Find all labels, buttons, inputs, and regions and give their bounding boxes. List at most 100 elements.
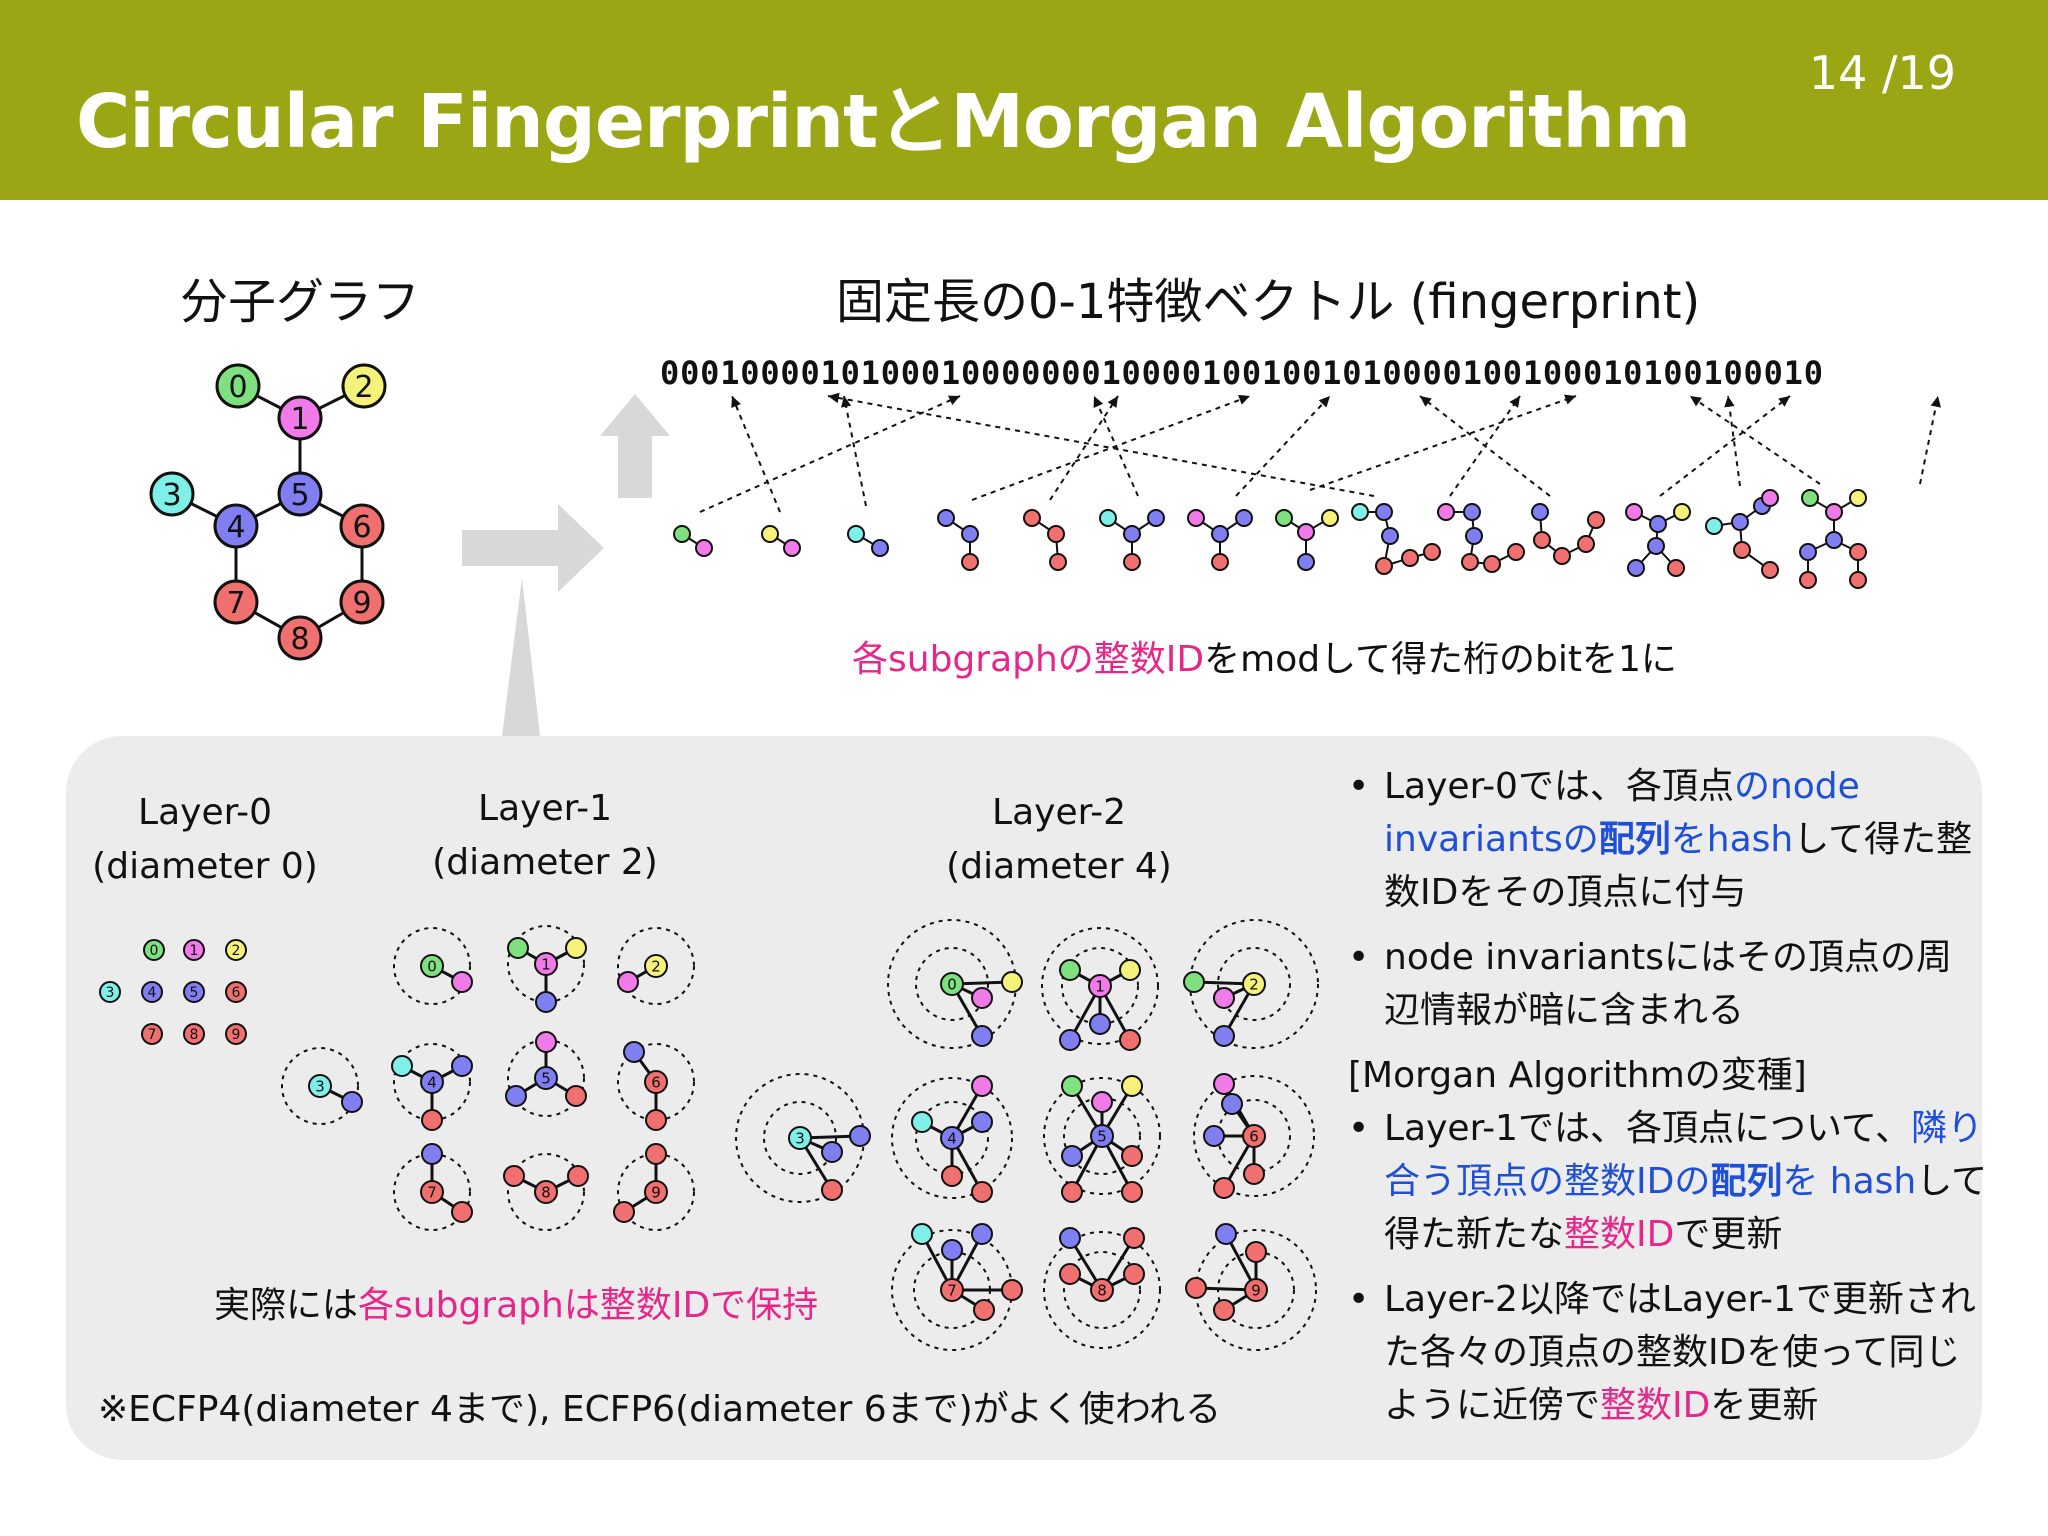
icon-node xyxy=(961,525,979,543)
subgraph-note-highlight: 各subgraphは整数IDで保持 xyxy=(358,1285,819,1326)
layer1-atom-4-center xyxy=(420,1070,444,1094)
subgraph-icon-6 xyxy=(1187,509,1253,571)
icon-node xyxy=(1423,543,1441,561)
subgraph-icon-1 xyxy=(761,525,801,557)
subgraph-icon-8 xyxy=(1351,503,1441,575)
callout-pointer xyxy=(502,578,540,736)
layer-2-diameter: (diameter 4) xyxy=(946,846,1172,887)
icon-node xyxy=(1235,509,1253,527)
layer0-node-2-label: 2 xyxy=(232,943,241,959)
icon-node xyxy=(1147,509,1165,527)
note-layer2-b: 整数ID xyxy=(1600,1385,1711,1426)
icon-node xyxy=(1211,525,1229,543)
layer1-atom-4-nbr xyxy=(451,1055,473,1077)
layer2-atom-6-nbr xyxy=(1243,1163,1265,1185)
layer2-atom-9-nbr xyxy=(1245,1241,1267,1263)
layer2-atom-3-nbr xyxy=(849,1125,871,1147)
atom-node-0 xyxy=(215,363,261,409)
layer2-atom-1-ring0 xyxy=(1061,947,1139,1025)
atom-node-5-label: 5 xyxy=(290,478,309,513)
note-layer0-a: Layer-0では、各頂点 xyxy=(1384,766,1734,807)
icon-node xyxy=(1187,509,1205,527)
layer0-node-9 xyxy=(225,1023,247,1045)
atom-node-9 xyxy=(339,579,385,625)
mapping-arrowhead xyxy=(1509,396,1520,408)
icon-node xyxy=(761,525,779,543)
icon-node xyxy=(961,553,979,571)
layer1-atom-9-center xyxy=(644,1180,668,1204)
mapping-arrow xyxy=(1049,395,1119,501)
layer1-atom-0-center xyxy=(420,954,444,978)
layer2-atom-5-ring1 xyxy=(1043,1077,1161,1195)
icon-node xyxy=(1587,511,1605,529)
icon-node xyxy=(1123,553,1141,571)
layer0-node-0-label: 0 xyxy=(150,943,159,959)
layer2-atom-7-nbr xyxy=(973,1299,995,1321)
layer2-atom-1-nbr xyxy=(1119,959,1141,981)
bit-caption: 各subgraphの整数IDをmodして得た桁のbitを1に xyxy=(852,630,1677,682)
layer1-atom-6-nbr xyxy=(623,1041,645,1063)
layer1-atom-9-nbr xyxy=(613,1201,635,1223)
layer1-atom-5-center-label: 5 xyxy=(541,1069,551,1087)
atom-node-2-label: 2 xyxy=(354,370,373,405)
note-layer1-f: 整数ID xyxy=(1564,1214,1675,1255)
layer2-atom-7-nbr xyxy=(911,1223,933,1245)
subgraph-icon-0 xyxy=(673,525,713,557)
icon-node xyxy=(1799,571,1817,589)
icon-node xyxy=(1625,503,1643,521)
layer2-atom-3-center-label: 3 xyxy=(795,1129,805,1147)
layer0-node-8-label: 8 xyxy=(190,1027,199,1043)
mapping-arrowhead xyxy=(1564,394,1576,405)
atom-node-4-label: 4 xyxy=(226,510,245,545)
icon-node xyxy=(1627,559,1645,577)
layer0-node-1 xyxy=(183,939,205,961)
atom-node-6 xyxy=(339,503,385,549)
icon-node xyxy=(1761,489,1779,507)
layer0-node-1-label: 1 xyxy=(190,943,199,959)
icon-node xyxy=(1297,523,1315,541)
subgraph-id-note: 実際には各subgraphは整数IDで保持 xyxy=(214,1276,818,1328)
layer1-atom-4-nbr xyxy=(391,1055,413,1077)
icon-node xyxy=(1647,537,1665,555)
layer1-atom-6-ring0 xyxy=(617,1043,695,1121)
layer1-atom-1-nbr xyxy=(565,937,587,959)
layer2-atom-7-center xyxy=(940,1278,964,1302)
mapping-arrow xyxy=(1309,395,1577,491)
caption-highlight: 各subgraphの整数ID xyxy=(852,639,1205,680)
note-layer0-d: をhash xyxy=(1670,819,1794,860)
layer2-atom-4-center xyxy=(940,1126,964,1150)
layer2-atom-2-ring0 xyxy=(1217,947,1291,1021)
layer0-node-7-label: 7 xyxy=(148,1027,157,1043)
note-layer1: Layer-1では、各頂点について、隣り合う頂点の整数IDの配列を hashして… xyxy=(1348,1102,1988,1261)
layer2-atom-8-center-label: 8 xyxy=(1097,1281,1107,1299)
layer2-atom-5-ring0 xyxy=(1063,1097,1141,1175)
layer2-atom-1-nbr xyxy=(1089,1013,1111,1035)
atom-node-7 xyxy=(213,579,259,625)
subgraph-icon-12 xyxy=(1705,489,1779,579)
layer2-atom-5-center xyxy=(1090,1124,1114,1148)
mapping-arrow xyxy=(1727,395,1741,487)
layer-1-label: Layer-1(diameter 2) xyxy=(430,782,660,890)
icon-node xyxy=(1465,527,1483,545)
layer2-atom-1-center xyxy=(1088,974,1112,998)
layer2-atom-3-nbr xyxy=(821,1141,843,1163)
mapping-arrow xyxy=(1689,395,1821,485)
layer2-atom-2-center xyxy=(1242,972,1266,996)
icon-node xyxy=(1849,543,1867,561)
layer1-atom-5-nbr xyxy=(535,1031,557,1053)
layer2-atom-5-nbr xyxy=(1061,1145,1083,1167)
header-bar: Circular FingerprintとMorgan Algorithm 14… xyxy=(0,0,2048,200)
layer1-atom-3-center-label: 3 xyxy=(315,1077,325,1095)
icon-node xyxy=(1321,509,1339,527)
layer2-atom-0-nbr xyxy=(1001,971,1023,993)
layer2-atom-2-nbr xyxy=(1183,971,1205,993)
layer2-atom-8-ring1 xyxy=(1043,1231,1161,1349)
layer1-atom-1-ring0 xyxy=(507,925,585,1003)
layer1-atom-7-nbr xyxy=(421,1143,443,1165)
icon-node xyxy=(1849,489,1867,507)
layer1-atom-3-center xyxy=(308,1074,332,1098)
layer2-atom-0-center xyxy=(940,972,964,996)
atom-node-5 xyxy=(277,471,323,517)
layer2-atom-2-nbr xyxy=(1213,1025,1235,1047)
atom-node-8-label: 8 xyxy=(290,622,309,657)
